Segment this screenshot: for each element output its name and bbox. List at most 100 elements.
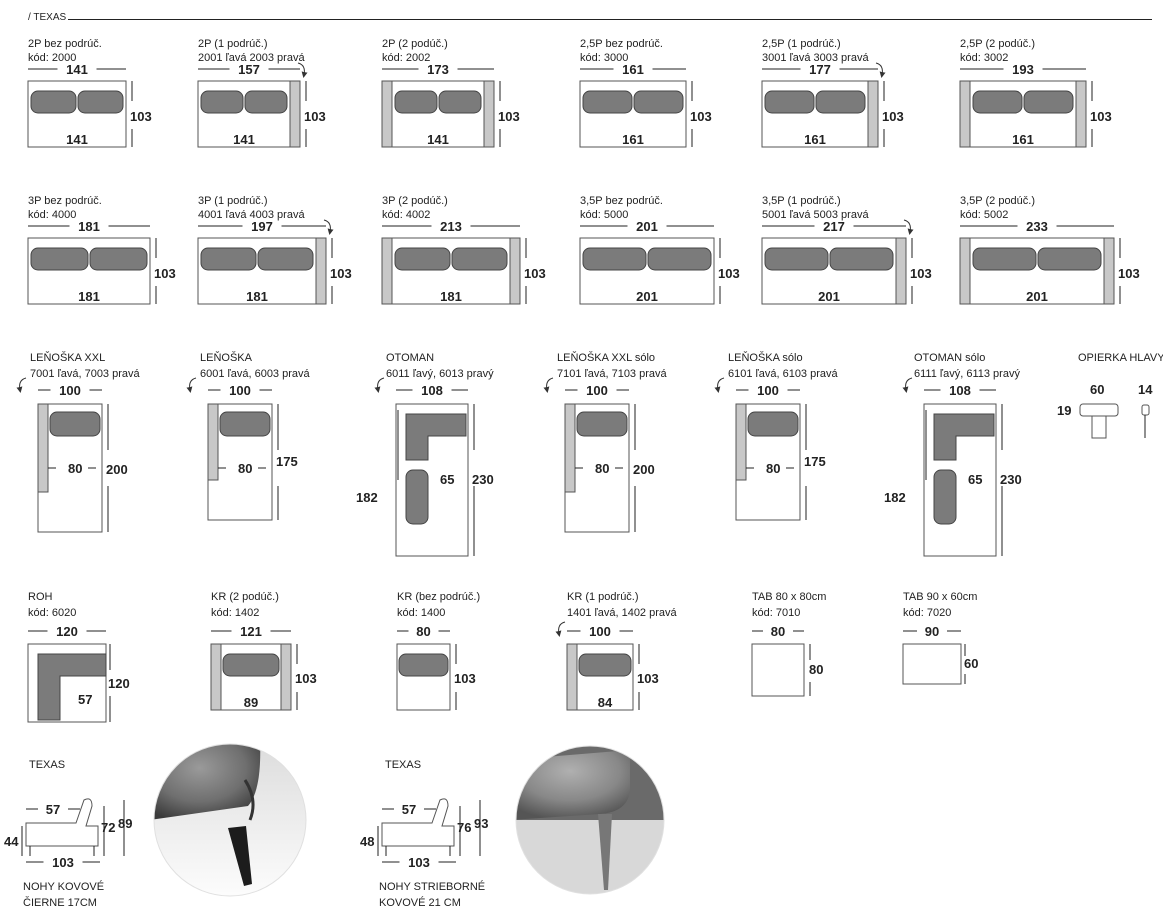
leg1-caption-1: NOHY KOVOVÉ — [23, 880, 104, 893]
ch-4-label-1: LEŇOŠKA sólo — [728, 351, 803, 364]
kr1-depth-label: 103 — [637, 671, 659, 686]
tab2-frame — [902, 643, 962, 685]
r1-5-arm-right — [1075, 80, 1087, 148]
r1-4-rotate-arrow — [875, 62, 886, 78]
kr1-width-label: 100 — [589, 624, 611, 639]
r2-2-label-1: 3P (2 podúč.) — [382, 195, 448, 207]
r2-2-arm-left — [381, 237, 393, 305]
ch-0-label-1: LEŇOŠKA XXL — [30, 351, 105, 364]
leg1-title: TEXAS — [29, 759, 65, 771]
tab1-frame — [751, 643, 805, 697]
r1-2-cushion-1 — [394, 90, 438, 114]
r2-5-label-2: kód: 5002 — [960, 209, 1008, 221]
ch-4-label-2: 6101 ľavá, 6103 pravá — [728, 368, 839, 380]
roh-depth-label: 120 — [108, 676, 130, 691]
ch-1-depth-label: 175 — [276, 454, 298, 469]
leg1-seat-depth-label: 57 — [46, 802, 60, 817]
kr2-seat-width: 89 — [244, 695, 258, 710]
leg2-caption-2: KOVOVÉ 21 CM — [379, 896, 461, 909]
kr0-depth-label: 103 — [454, 671, 476, 686]
r1-0-width-label: 141 — [66, 62, 88, 77]
photo1-seam — [243, 779, 255, 821]
headrest-post — [1091, 415, 1107, 439]
r2-2-depth-label: 103 — [524, 266, 546, 281]
photo-black-leg — [154, 744, 306, 896]
r1-4-label-1: 2,5P (1 podrúč.) — [762, 38, 841, 50]
headrest-side-pad — [1141, 404, 1150, 416]
leg1-caption-2: ČIERNE 17CM — [23, 896, 97, 909]
r2-1-cushion-1 — [200, 247, 257, 271]
kr2-arm-left — [210, 643, 222, 711]
r2-4-rotate-arrow — [903, 219, 914, 235]
r2-2-cushion-2 — [451, 247, 508, 271]
kr0-cushion — [398, 653, 449, 677]
r1-0-cushion-2 — [77, 90, 124, 114]
r2-5-arm-left — [959, 237, 971, 305]
r1-1-arm-right — [289, 80, 301, 148]
ch-0-label-2: 7001 ľavá, 7003 pravá — [30, 368, 141, 380]
r2-5-cushion-2 — [1037, 247, 1102, 271]
headrest-depth: 14 — [1138, 382, 1153, 397]
tab1-width-label: 80 — [771, 624, 785, 639]
roh-inner-label: 57 — [78, 692, 92, 707]
r2-0-cushion-2 — [89, 247, 148, 271]
ch-2-width-label: 108 — [421, 383, 443, 398]
ch-1-inner-label: 80 — [238, 461, 252, 476]
ch-4-side — [735, 403, 747, 481]
r1-1-cushion-2 — [244, 90, 288, 114]
r1-2-label-2: kód: 2002 — [382, 52, 430, 64]
roh-corner-cushion — [37, 653, 107, 721]
r2-4-arm-right — [895, 237, 907, 305]
ch-4-width-label: 100 — [757, 383, 779, 398]
roh-label-1: ROH — [28, 591, 53, 603]
r1-2-cushion-2 — [438, 90, 482, 114]
r2-1-seat-width: 181 — [246, 289, 268, 304]
r2-1-label-1: 3P (1 podrúč.) — [198, 195, 268, 207]
r1-3-label-1: 2,5P bez podrúč. — [580, 38, 663, 50]
kr2-cushion — [222, 653, 280, 677]
r1-0-depth-label: 103 — [130, 109, 152, 124]
photo2-fabric — [516, 750, 630, 820]
r2-3-label-2: kód: 5000 — [580, 209, 628, 221]
r2-0-cushion-1 — [30, 247, 89, 271]
ch-2-rotate-arrow — [374, 377, 385, 393]
ch-5-lower-cushion — [933, 469, 957, 525]
ch-2-corner-cushion — [405, 413, 467, 461]
ch-5-rotate-arrow — [902, 377, 913, 393]
ch-4-inner-label: 80 — [766, 461, 780, 476]
r1-3-seat-width: 161 — [622, 132, 644, 147]
r1-1-width-label: 157 — [238, 62, 260, 77]
kr1-label-1: KR (1 podrúč.) — [567, 591, 639, 603]
kr2-label-2: kód: 1402 — [211, 607, 259, 619]
ch-1-label-1: LEŇOŠKA — [200, 351, 253, 364]
r2-5-depth-label: 103 — [1118, 266, 1140, 281]
r2-3-cushion-2 — [647, 247, 712, 271]
ch-3-width-label: 100 — [586, 383, 608, 398]
kr1-label-2: 1401 ľavá, 1402 pravá — [567, 607, 678, 619]
r2-5-label-1: 3,5P (2 podúč.) — [960, 195, 1035, 207]
r1-0-cushion-1 — [30, 90, 77, 114]
leg2-back-height: 76 — [457, 820, 471, 835]
page-title: / TEXAS — [28, 12, 67, 23]
ch-1-back-cushion — [219, 411, 271, 437]
ch-4-depth-label: 175 — [804, 454, 826, 469]
leg1-leg-height: 44 — [4, 834, 19, 849]
r2-5-seat-width: 201 — [1026, 289, 1048, 304]
r2-5-width-label: 233 — [1026, 219, 1048, 234]
ch-0-rotate-arrow — [16, 377, 27, 393]
r2-2-arm-right — [509, 237, 521, 305]
r1-5-label-2: kód: 3002 — [960, 52, 1008, 64]
r1-1-cushion-1 — [200, 90, 244, 114]
r2-3-seat-width: 201 — [636, 289, 658, 304]
r2-2-width-label: 213 — [440, 219, 462, 234]
kr1-cushion — [578, 653, 632, 677]
r2-3-width-label: 201 — [636, 219, 658, 234]
leg1-back-height: 72 — [101, 820, 115, 835]
ch-3-rotate-arrow — [543, 377, 554, 393]
r1-5-cushion-2 — [1023, 90, 1074, 114]
photo1-border — [153, 743, 307, 897]
ch-2-inner-label: 65 — [440, 472, 454, 487]
r2-1-cushion-2 — [257, 247, 314, 271]
ch-2-depth-label: 230 — [472, 472, 494, 487]
